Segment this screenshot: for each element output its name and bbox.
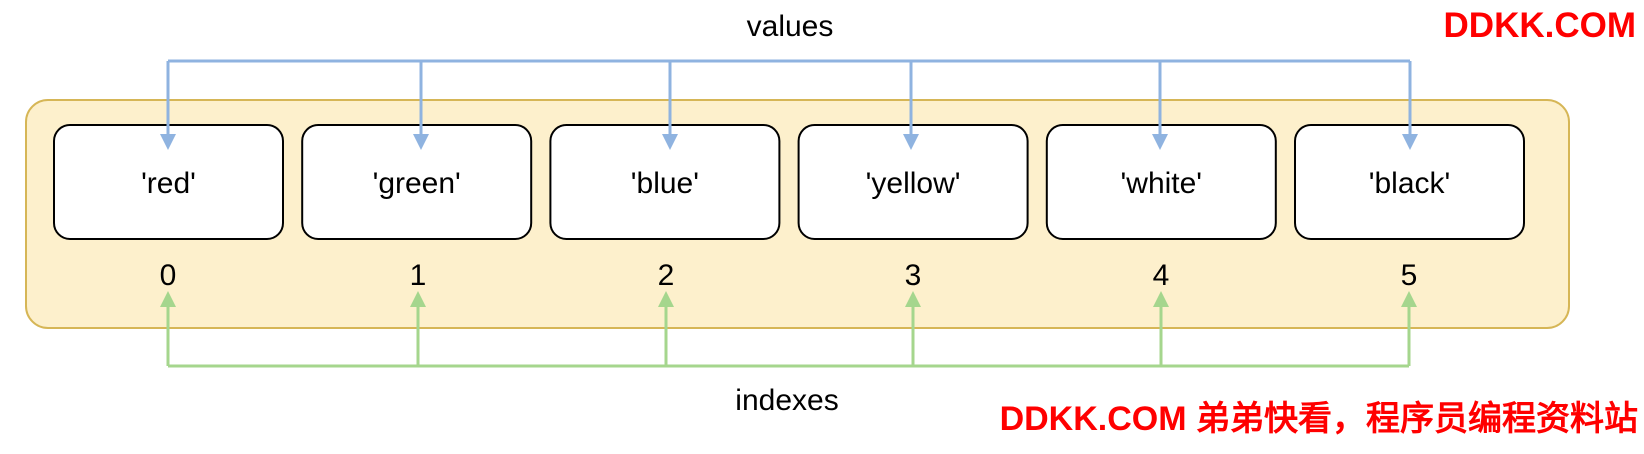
watermark-top: DDKK.COM [1443,6,1636,45]
cell-value: 'red' [141,167,196,200]
value-arrow-head [1402,134,1418,150]
cell-value: 'yellow' [866,167,961,200]
index-arrow-head [1153,291,1169,307]
index-arrow-head [160,291,176,307]
cell-box [549,124,781,240]
cell-index: 0 [160,259,177,292]
cell-index: 5 [1401,259,1418,292]
cell-box [301,124,533,240]
cell-box [797,124,1029,240]
cell-index: 1 [410,259,427,292]
cell-value: 'green' [373,167,461,200]
value-arrow-head [662,134,678,150]
value-arrow-head [160,134,176,150]
value-arrow-head [1152,134,1168,150]
list-cell: 'white' 4 [1045,124,1277,292]
value-arrow-head [413,134,429,150]
cells-layer: 'red' 0 'green' 1 'blue' 2 'yellow' 3 'white' 4 'b… [53,124,1525,292]
value-arrow-head [903,134,919,150]
cell-index: 2 [658,259,675,292]
indexes-label: indexes [735,384,838,417]
index-arrow-head [410,291,426,307]
index-arrow-head [658,291,674,307]
cell-value: 'white' [1121,167,1203,200]
index-arrow-head [905,291,921,307]
list-cell: 'green' 1 [301,124,533,292]
list-cell: 'blue' 2 [549,124,781,292]
cell-index: 4 [1153,259,1170,292]
values-label: values [747,10,834,43]
cell-index: 3 [905,259,922,292]
watermark-bottom: DDKK.COM 弟弟快看，程序员编程资料站 [999,400,1638,438]
cell-value: 'blue' [631,167,699,200]
arrows-layer [160,59,1418,368]
list-cell: 'yellow' 3 [797,124,1029,292]
index-arrow-head [1401,291,1417,307]
cell-value: 'black' [1369,167,1451,200]
list-cell: 'black' 5 [1294,124,1525,292]
